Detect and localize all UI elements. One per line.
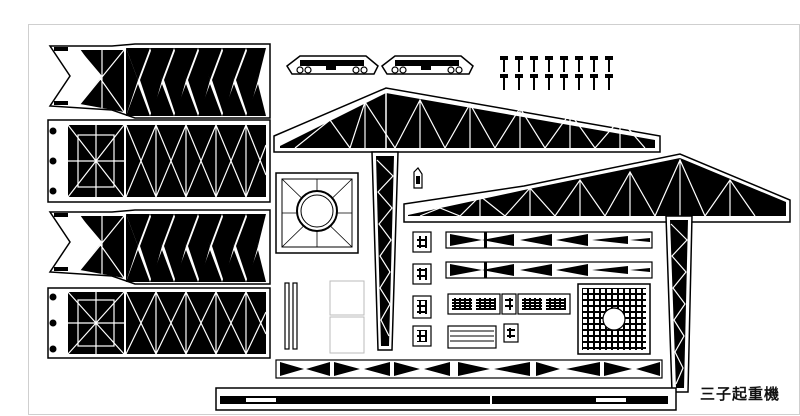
side-panel-rect-2 (47, 287, 271, 359)
bogie-1 (286, 55, 379, 75)
thin-rods (284, 282, 298, 350)
side-panel-sloped-1 (48, 43, 271, 119)
side-panel-rect-1 (47, 119, 271, 203)
small-pin-part (413, 167, 423, 189)
tower-leg-2 (665, 215, 693, 393)
jib-upper (273, 87, 661, 153)
jib-lower (403, 153, 791, 223)
outline-parts (329, 280, 365, 354)
hook-row-top (500, 56, 613, 72)
short-diamond-strip-1 (445, 231, 653, 249)
tower-leg-1 (371, 151, 399, 351)
side-panel-sloped-2 (48, 209, 271, 285)
hook-row-bottom (500, 74, 613, 90)
sheet-caption: 三子起重機 (700, 385, 781, 403)
small-grid-parts (412, 231, 432, 347)
turntable-plate (275, 172, 359, 254)
bottom-rail-beam (215, 387, 677, 411)
long-diamond-strip (275, 359, 663, 379)
grating-plate (577, 283, 651, 355)
short-diamond-strip-2 (445, 261, 653, 279)
vent-panels (447, 293, 571, 349)
bogie-2 (381, 55, 474, 75)
hook-rows (500, 56, 613, 90)
